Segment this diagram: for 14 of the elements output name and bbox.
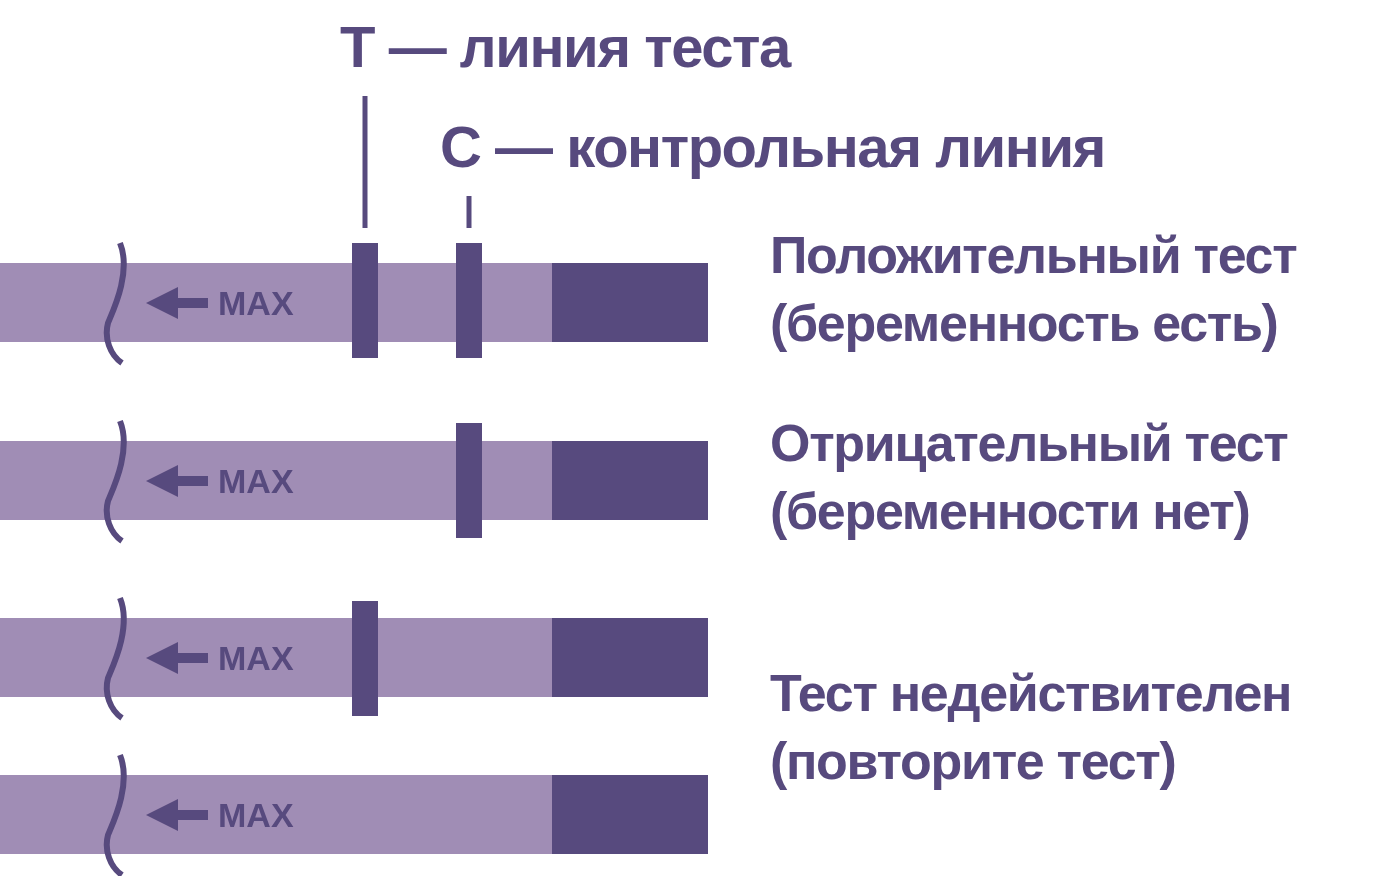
max-mark: MAX — [218, 637, 294, 679]
legend-text: T — линия теста — [340, 18, 790, 76]
leader-line — [362, 96, 368, 228]
max-mark: MAX — [218, 282, 294, 324]
max-mark: MAX — [218, 460, 294, 502]
result-band — [456, 243, 482, 358]
result-band — [352, 243, 378, 358]
max-mark: MAX — [218, 794, 294, 836]
result-text: Отрицательный тест (беременности нет) — [770, 413, 1289, 542]
result-band — [456, 423, 482, 538]
result-text: Положительный тест (беременность есть) — [770, 225, 1298, 354]
result-band — [352, 601, 378, 716]
result-text: Тест недействителен (повторите тест) — [770, 663, 1293, 792]
leader-line — [466, 196, 472, 228]
